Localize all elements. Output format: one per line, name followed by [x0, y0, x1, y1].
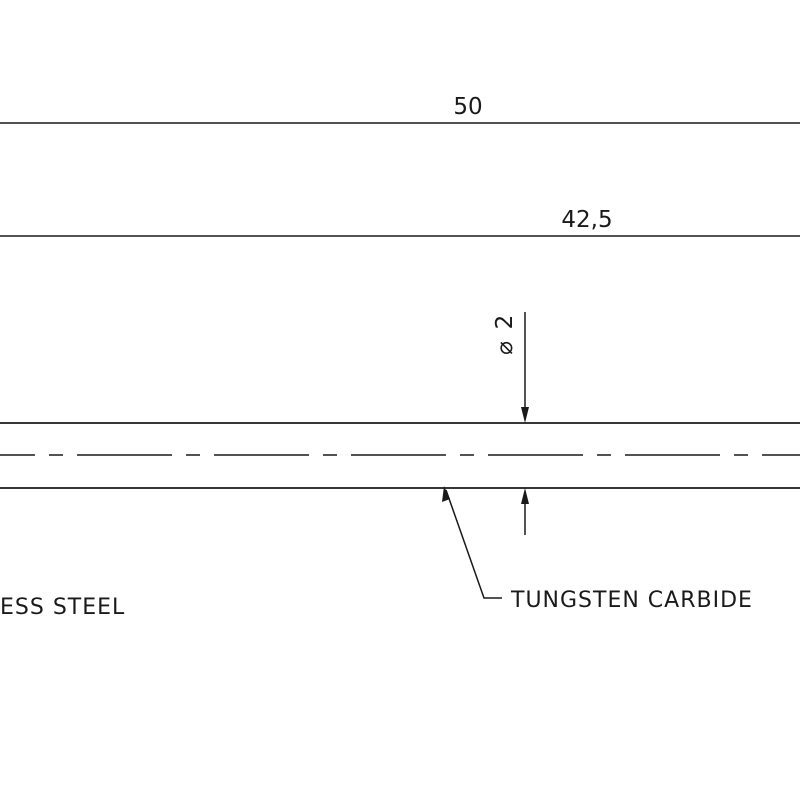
tungsten-carbide-arrow: [442, 486, 450, 502]
tungsten-carbide-leader: [445, 489, 502, 599]
dimension-label-overall: 50: [453, 94, 482, 120]
diameter-value: 2: [492, 315, 518, 330]
diameter-symbol: ⌀: [492, 341, 518, 355]
diameter-arrow-bottom: [521, 488, 529, 504]
dimension-label-inner: 42,5: [561, 207, 612, 233]
stainless-steel-label: ESS STEEL: [0, 595, 125, 620]
diameter-arrow-top: [521, 407, 529, 423]
diameter-label: ⌀ 2: [492, 315, 518, 355]
tungsten-carbide-label: TUNGSTEN CARBIDE: [510, 588, 753, 613]
